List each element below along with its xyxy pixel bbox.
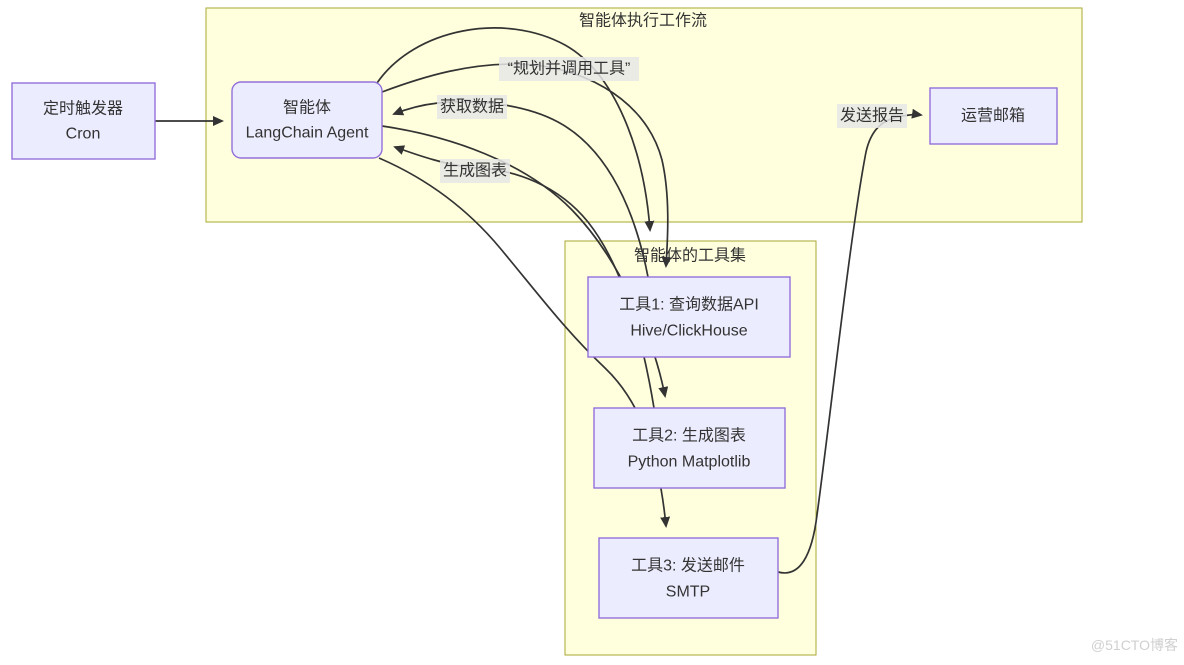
edge-label-gen-chart-bg: [440, 159, 510, 183]
node-tool2-line1: 工具2: 生成图表: [632, 427, 746, 445]
node-tool3: 工具3: 发送邮件 SMTP: [598, 537, 779, 619]
edge-label-send-report-text: 发送报告: [840, 107, 904, 125]
edge-label-fetch-data: 获取数据: [437, 95, 507, 119]
edge-label-gen-chart: 生成图表: [440, 159, 510, 183]
node-mailbox: 运营邮箱: [929, 87, 1058, 145]
node-tool1-line2: Hive/ClickHouse: [630, 323, 747, 340]
node-agent-box: [231, 81, 383, 159]
edge-label-send-report: 发送报告: [837, 104, 907, 128]
edge-tool1-to-agent: [392, 100, 649, 278]
edge-label-plan-bg: [499, 57, 639, 81]
node-tool1: 工具1: 查询数据API Hive/ClickHouse: [587, 276, 791, 358]
node-tool2-box: [593, 407, 786, 489]
node-tool2-line2: Python Matplotlib: [628, 454, 751, 471]
node-cron: 定时触发器 Cron: [11, 82, 156, 160]
node-tool1-line1: 工具1: 查询数据API: [619, 296, 759, 314]
cluster-toolset-title: 智能体的工具集: [634, 247, 746, 265]
edge-label-fetch-data-text: 获取数据: [440, 98, 504, 116]
edge-agent-to-tool1: [381, 63, 672, 268]
node-cron-line2: Cron: [66, 126, 101, 143]
edge-label-gen-chart-text: 生成图表: [443, 162, 507, 180]
node-cron-line1: 定时触发器: [43, 100, 123, 118]
node-mailbox-label: 运营邮箱: [961, 107, 1025, 125]
node-agent: 智能体 LangChain Agent: [231, 81, 383, 159]
node-tool1-box: [587, 276, 791, 358]
site-watermark: @51CTO博客: [1091, 637, 1178, 653]
node-tool3-box: [598, 537, 779, 619]
node-tool2: 工具2: 生成图表 Python Matplotlib: [593, 407, 786, 489]
edge-label-plan: “规划并调用工具”: [499, 57, 639, 81]
node-agent-line1: 智能体: [283, 99, 331, 117]
cluster-workflow-title: 智能体执行工作流: [579, 12, 707, 30]
node-agent-line2: LangChain Agent: [246, 125, 369, 142]
node-tool3-line2: SMTP: [666, 584, 710, 601]
edge-label-fetch-data-bg: [437, 95, 507, 119]
edge-agent-to-toolset: [376, 27, 655, 232]
node-cron-box: [11, 82, 156, 160]
edge-label-send-report-bg: [837, 104, 907, 128]
edge-label-plan-text: “规划并调用工具”: [508, 60, 631, 78]
node-mailbox-box: [929, 87, 1058, 145]
node-tool3-line1: 工具3: 发送邮件: [631, 557, 745, 575]
